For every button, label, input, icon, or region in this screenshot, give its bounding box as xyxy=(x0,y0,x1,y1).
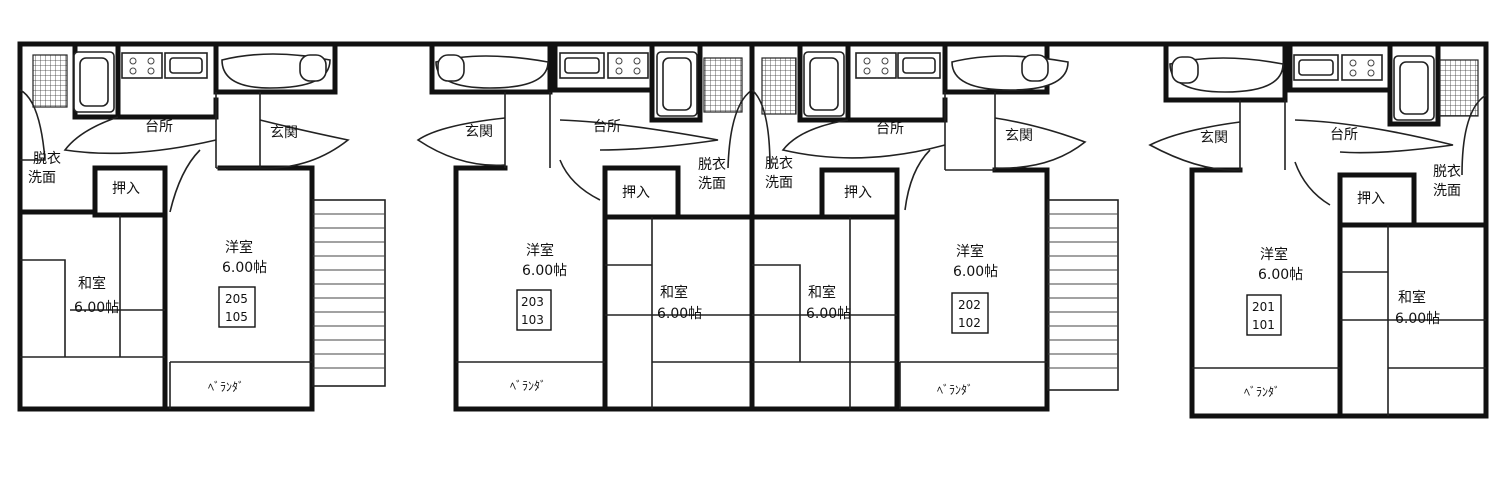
western-room-size: 6.00帖 xyxy=(522,263,567,279)
unit-lower-number: 101 xyxy=(1252,318,1275,332)
washroom-label: 洗面 xyxy=(765,175,793,191)
entrance-label: 玄関 xyxy=(1005,127,1033,144)
toilet-icon xyxy=(437,54,465,82)
entrance-label: 玄関 xyxy=(465,123,493,140)
unit-upper-number: 203 xyxy=(521,295,544,309)
dressing-label: 脱衣 xyxy=(765,156,793,172)
bath-floor-tiles xyxy=(761,57,797,115)
bath-floor-tiles xyxy=(1439,59,1479,117)
kitchen-label: 台所 xyxy=(145,119,173,135)
stove-icon xyxy=(855,52,897,79)
toilet-icon xyxy=(1021,54,1049,82)
toilet-icon xyxy=(299,54,327,82)
japanese-room-label: 和室 xyxy=(1398,289,1426,306)
western-room-size: 6.00帖 xyxy=(222,260,267,276)
washroom-label: 洗面 xyxy=(1433,183,1461,199)
kitchen-label: 台所 xyxy=(876,121,904,137)
stove-icon xyxy=(607,52,649,79)
western-room-label: 洋室 xyxy=(956,243,984,260)
dressing-label: 脱衣 xyxy=(1433,164,1461,180)
closet-label: 押入 xyxy=(1357,191,1385,207)
japanese-room-label: 和室 xyxy=(660,284,688,301)
unit-lower-number: 105 xyxy=(225,310,248,324)
staircase xyxy=(312,199,386,387)
japanese-room-label: 和室 xyxy=(78,275,106,292)
unit-205-105: 台所 玄関 脱衣 洗面 押入 洋室 6.00帖 和室 6.00帖 205 105… xyxy=(17,41,386,412)
unit-202-102: 台所 玄関 脱衣 洗面 押入 洋室 6.00帖 和室 6.00帖 202 102… xyxy=(749,41,1119,412)
japanese-room-size: 6.00帖 xyxy=(74,300,119,316)
closet-label: 押入 xyxy=(844,185,872,201)
kitchen-label: 台所 xyxy=(593,119,621,135)
stove-icon xyxy=(121,52,163,79)
veranda-label: ﾍﾞﾗﾝﾀﾞ xyxy=(1244,385,1280,399)
stove-icon xyxy=(1341,54,1383,81)
unit-upper-number: 201 xyxy=(1252,300,1275,314)
bath-floor-tiles xyxy=(703,57,743,113)
entrance-label: 玄関 xyxy=(270,124,298,141)
unit-number-box xyxy=(951,292,989,334)
entrance-label: 玄関 xyxy=(1200,129,1228,146)
western-room-label: 洋室 xyxy=(526,242,554,259)
dressing-label: 脱衣 xyxy=(698,157,726,173)
japanese-room-size: 6.00帖 xyxy=(657,306,702,322)
japanese-room-size: 6.00帖 xyxy=(1395,311,1440,327)
japanese-room-label: 和室 xyxy=(808,284,836,301)
veranda-label: ﾍﾞﾗﾝﾀﾞ xyxy=(208,380,244,394)
veranda-label: ﾍﾞﾗﾝﾀﾞ xyxy=(510,379,546,393)
closet-label: 押入 xyxy=(112,181,140,197)
unit-number-box xyxy=(1246,294,1282,336)
unit-203-103: 台所 玄関 脱衣 洗面 押入 洋室 6.00帖 和室 6.00帖 203 103… xyxy=(416,41,755,412)
japanese-room-size: 6.00帖 xyxy=(806,306,851,322)
western-room-label: 洋室 xyxy=(225,239,253,256)
dressing-label: 脱衣 xyxy=(33,151,61,167)
kitchen-label: 台所 xyxy=(1330,127,1358,143)
washroom-label: 洗面 xyxy=(698,176,726,192)
western-room-label: 洋室 xyxy=(1260,246,1288,263)
unit-number-box xyxy=(218,286,256,328)
western-room-size: 6.00帖 xyxy=(1258,267,1303,283)
western-room-size: 6.00帖 xyxy=(953,264,998,280)
unit-upper-number: 202 xyxy=(958,298,981,312)
washroom-label: 洗面 xyxy=(28,170,56,186)
closet-label: 押入 xyxy=(622,185,650,201)
unit-lower-number: 103 xyxy=(521,313,544,327)
bath-floor-tiles xyxy=(32,54,68,108)
unit-upper-number: 205 xyxy=(225,292,248,306)
staircase xyxy=(1047,199,1119,391)
toilet-room xyxy=(951,55,1069,91)
unit-201-101: 台所 玄関 脱衣 洗面 押入 洋室 6.00帖 和室 6.00帖 201 101… xyxy=(1148,41,1489,419)
unit-lower-number: 102 xyxy=(958,316,981,330)
veranda-label: ﾍﾞﾗﾝﾀﾞ xyxy=(937,383,973,397)
unit-number-box xyxy=(516,289,552,331)
toilet-icon xyxy=(1171,56,1199,84)
